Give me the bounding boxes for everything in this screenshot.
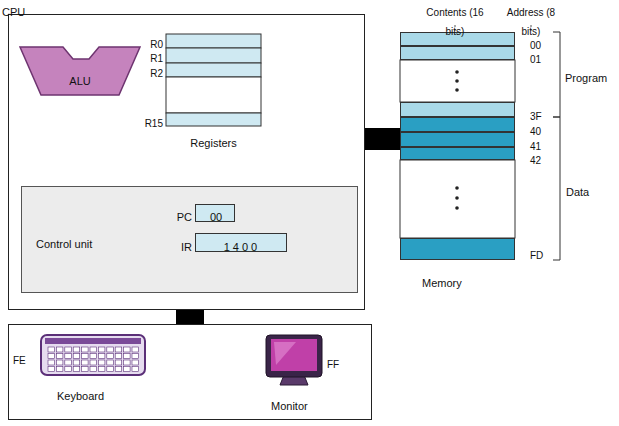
text-slot: FD: [530, 244, 556, 263]
text-slot: 1400: [196, 236, 288, 255]
node-text: 42: [530, 155, 541, 166]
node-text: 00: [530, 40, 541, 51]
text-slot: Registers: [156, 132, 271, 151]
register-cell: [166, 113, 261, 126]
memory-cell: 42: [400, 147, 515, 160]
memory-cell: 40: [400, 117, 515, 132]
text-slot: Memory: [422, 272, 502, 291]
register-name: R2: [143, 62, 163, 81]
memory-cell: [400, 160, 515, 238]
region-label: Program: [565, 67, 617, 86]
text-slot: ALU: [37, 70, 123, 89]
node-text: CPU: [2, 6, 25, 18]
text-slot: 3F: [530, 105, 556, 124]
node-text: 40: [530, 126, 541, 137]
memory-cell: 01: [400, 46, 515, 60]
column-header: Address (8 bits): [500, 1, 562, 39]
cpu-box: ALURegistersPC00IR1400Control unitCPU: [8, 14, 365, 310]
register-name: R2: [150, 68, 163, 79]
register-cell: [166, 63, 261, 77]
node-text: ALU: [69, 75, 90, 87]
region-label: Data: [566, 186, 589, 198]
node-text: 01: [530, 54, 541, 65]
text-slot: Keyboard: [57, 385, 137, 404]
text-slot: 40: [530, 120, 556, 139]
register-cell: [166, 34, 261, 48]
node-text: FD: [530, 250, 543, 261]
node-text: IR: [181, 241, 192, 253]
memory-cell: [400, 60, 515, 102]
header-leader: [455, 25, 531, 31]
register-name: R15: [145, 118, 163, 129]
node-text: FE: [13, 355, 26, 366]
node-text: 3F: [530, 111, 542, 122]
node-text: 00: [210, 211, 222, 223]
register-name: R0: [150, 39, 163, 50]
register-stack-outline: [166, 34, 261, 126]
io-box: FE Keyboard FF Monitor: [8, 324, 372, 420]
memory-block: 00013F404142FDMemory: [400, 32, 515, 260]
text-slot: PC: [170, 206, 192, 225]
register-name: R15: [138, 112, 163, 131]
region-label: Data: [566, 181, 606, 200]
keyboard-icon: [41, 335, 145, 375]
node-text: Monitor: [271, 400, 308, 412]
column-header: Address (8 bits): [507, 7, 555, 37]
node-text: Keyboard: [57, 390, 104, 402]
column-header: Contents (16 bits): [420, 1, 490, 39]
register-name: R1: [150, 53, 163, 64]
alu-symbol: [20, 47, 140, 95]
register-stack: Registers: [166, 34, 261, 126]
memory-cell: 41: [400, 132, 515, 147]
node-text: PC: [177, 211, 192, 223]
keyboard-device: FE Keyboard: [11, 333, 151, 408]
text-slot: 00: [196, 206, 236, 225]
node-text: 41: [530, 141, 541, 152]
system-bus: [176, 310, 204, 324]
monitor-icon: [266, 335, 322, 385]
text-slot: FF: [327, 353, 353, 372]
register-box: IR1400: [195, 233, 287, 252]
region-label: Program: [565, 72, 607, 84]
node-text: 1400: [224, 241, 260, 253]
node-text: Memory: [422, 277, 462, 289]
alu-box-outline: [19, 46, 141, 96]
text-slot: FE: [13, 349, 35, 368]
memory-cell: FD: [400, 238, 515, 260]
text-slot: Monitor: [271, 395, 341, 414]
node-text: Control unit: [36, 238, 92, 250]
node-text: FF: [327, 359, 339, 370]
register-cell: [166, 48, 261, 63]
text-slot: IR: [170, 236, 192, 255]
monitor-device: FF Monitor: [261, 331, 361, 415]
column-header: Contents (16 bits): [426, 7, 483, 37]
text-slot: 41: [530, 135, 556, 154]
text-slot: CPU: [2, 1, 42, 20]
node-text: Registers: [190, 137, 236, 149]
register-name: R0: [143, 33, 163, 52]
register-box: PC00: [195, 204, 235, 222]
control-unit: PC00IR1400Control unit: [21, 186, 358, 293]
memory-cell: 3F: [400, 102, 515, 117]
register-cell: [166, 77, 261, 113]
alu-box: ALU: [19, 46, 141, 96]
system-bus: [365, 128, 400, 150]
text-slot: Control unit: [36, 233, 146, 252]
bracket: [553, 32, 560, 260]
